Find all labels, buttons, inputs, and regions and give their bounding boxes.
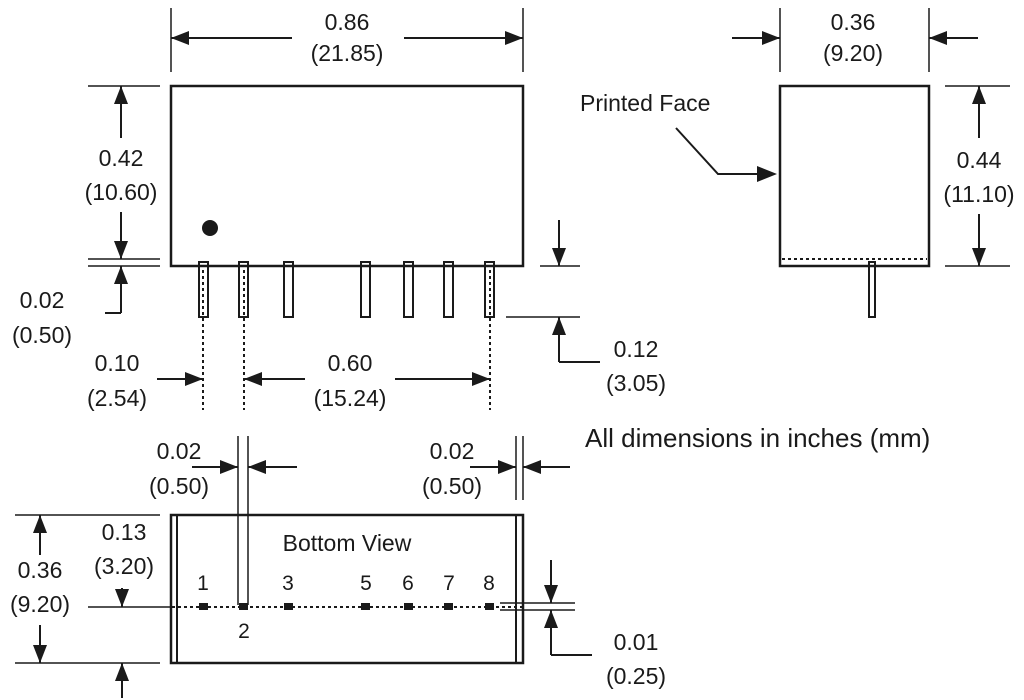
row-offset-inches: 0.13 — [102, 519, 147, 545]
front-pin — [360, 261, 371, 318]
package-body-side — [778, 84, 931, 268]
front-pin — [283, 261, 294, 318]
arrow-head — [929, 31, 947, 45]
pin-width-left-mm: (0.50) — [149, 473, 209, 499]
row-tolerance-mm: (0.25) — [606, 663, 666, 689]
arrow-head — [972, 248, 986, 266]
pin-number: 3 — [282, 572, 294, 595]
arrow-head — [757, 166, 777, 182]
height-inches: 0.42 — [99, 145, 144, 171]
pin-width-left-inches: 0.02 — [157, 438, 202, 464]
pin-number: 1 — [197, 572, 209, 595]
span-inches: 0.60 — [328, 350, 373, 376]
arrow-head — [114, 86, 128, 104]
side-view: 0.36 (9.20) 0.44 (11.10) Printed Face — [580, 8, 1015, 318]
front-pins — [198, 261, 495, 318]
bottom-pins — [199, 603, 494, 610]
bottom-view-title: Bottom View — [283, 530, 412, 556]
arrow-head — [972, 86, 986, 104]
pin-pad — [361, 603, 370, 610]
arrow-head — [523, 460, 541, 474]
standoff-mm: (0.50) — [12, 322, 72, 348]
pin-pad — [284, 603, 293, 610]
printed-face-label: Printed Face — [580, 90, 710, 116]
pin-number: 5 — [360, 572, 372, 595]
arrow-head — [114, 241, 128, 259]
front-view: 0.86 (21.85) 0.42 (10.60) 0.02 (0.50) 0.… — [12, 8, 666, 411]
units-note: All dimensions in inches (mm) — [585, 423, 930, 453]
front-pin — [198, 261, 209, 318]
arrow-head — [505, 31, 523, 45]
arrow-head — [33, 515, 47, 533]
side-height-inches: 0.44 — [957, 147, 1002, 173]
arrow-head — [552, 317, 566, 335]
package-body-bottom — [169, 513, 525, 665]
depth-mm: (9.20) — [10, 591, 70, 617]
pin-1-marker-dot — [202, 220, 218, 236]
side-width-inches: 0.36 — [831, 9, 876, 35]
pin-pad — [485, 603, 494, 610]
pin-pad — [444, 603, 453, 610]
side-width-mm: (9.20) — [823, 40, 883, 66]
arrow-head — [544, 610, 558, 628]
standoff-inches: 0.02 — [20, 287, 65, 313]
arrow-head — [114, 266, 128, 284]
arrow-head — [171, 31, 189, 45]
span-mm: (15.24) — [314, 385, 387, 411]
arrow-head — [498, 460, 516, 474]
bottom-view: Bottom View 1 2 3 5 6 7 8 — [10, 436, 666, 698]
pin-number: 8 — [483, 572, 495, 595]
arrow-head — [33, 645, 47, 663]
pin-length-inches: 0.12 — [614, 336, 659, 362]
width-mm: (21.85) — [311, 40, 384, 66]
pitch-mm: (2.54) — [87, 385, 147, 411]
package-body-front — [169, 84, 525, 268]
arrow-head — [115, 663, 129, 681]
pin-number: 6 — [402, 572, 414, 595]
front-pin — [484, 261, 495, 318]
depth-inches: 0.36 — [18, 557, 63, 583]
arrow-head — [244, 372, 262, 386]
arrow-head — [544, 585, 558, 603]
row-tolerance-inches: 0.01 — [614, 629, 659, 655]
pin-width-right-mm: (0.50) — [422, 473, 482, 499]
pin-number: 7 — [443, 572, 455, 595]
pin-length-mm: (3.05) — [606, 370, 666, 396]
pin-width-right-inches: 0.02 — [430, 438, 475, 464]
arrow-head — [248, 460, 266, 474]
front-pin — [238, 261, 249, 318]
width-inches: 0.86 — [325, 9, 370, 35]
row-offset-mm: (3.20) — [94, 553, 154, 579]
side-height-mm: (11.10) — [943, 181, 1014, 207]
arrow-head — [552, 248, 566, 266]
pitch-inches: 0.10 — [95, 350, 140, 376]
side-pin — [868, 261, 876, 318]
height-mm: (10.60) — [85, 179, 158, 205]
pin-pad — [404, 603, 413, 610]
arrow-head — [115, 589, 129, 607]
pin-pad — [239, 603, 248, 610]
pin-number: 2 — [238, 620, 250, 643]
pin-pad — [199, 603, 208, 610]
front-pin — [443, 261, 454, 318]
arrow-head — [472, 372, 490, 386]
leader-line — [675, 127, 762, 175]
arrow-head — [185, 372, 203, 386]
arrow-head — [220, 460, 238, 474]
front-pin — [403, 261, 414, 318]
arrow-head — [762, 31, 780, 45]
